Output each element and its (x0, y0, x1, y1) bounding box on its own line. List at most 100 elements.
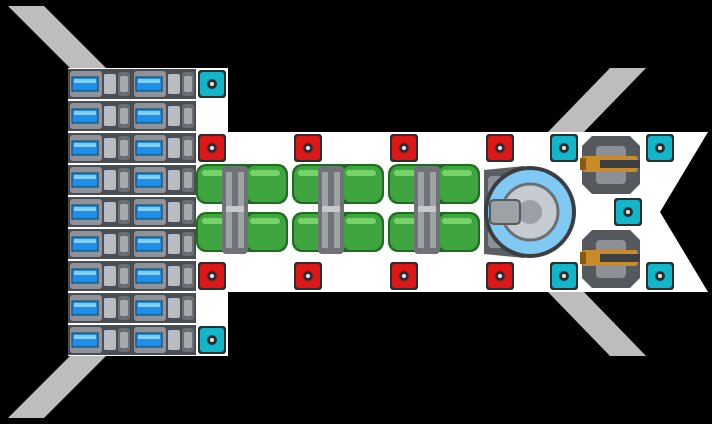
cargo-pod-coupler (104, 234, 116, 254)
cargo-pod-coupler (168, 234, 180, 254)
fuel-pipe-joint (418, 206, 436, 212)
cargo-pod-cap-light (184, 268, 192, 284)
sensor-node (550, 134, 578, 162)
cargo-pod (68, 165, 132, 195)
cargo-pod (132, 133, 196, 163)
sensor-node (550, 262, 578, 290)
cargo-pod (68, 101, 132, 131)
strut-front-top (548, 68, 646, 132)
reactor-dome (484, 166, 576, 258)
cargo-pod (68, 325, 132, 355)
cargo-pod-coupler (168, 74, 180, 94)
cargo-pod (132, 69, 196, 99)
cargo-pod-screen-glare (74, 271, 96, 275)
sensor-node-light (658, 146, 662, 150)
thruster-node (390, 134, 418, 162)
cargo-pod (68, 197, 132, 227)
strut-rear-top (8, 6, 106, 68)
cargo-pod (132, 293, 196, 323)
cargo-pod-cap-light (120, 76, 128, 92)
cargo-pod-screen-glare (74, 207, 96, 211)
turret-muzzle (580, 252, 586, 264)
fuel-tank-highlight (346, 170, 376, 176)
cargo-pod-coupler (104, 298, 116, 318)
cargo-pod-cap-light (184, 332, 192, 348)
fuel-tank-highlight (250, 170, 280, 176)
cargo-pod-screen-glare (74, 79, 96, 83)
cargo-pod-cap-light (184, 76, 192, 92)
cargo-pod-coupler (168, 266, 180, 286)
strut-rear-bottom (8, 356, 106, 418)
cargo-pod-screen-glare (138, 335, 160, 339)
reactor-panel (489, 199, 521, 225)
thruster-node (390, 262, 418, 290)
cargo-pod-screen-glare (138, 175, 160, 179)
thruster-node-light (210, 274, 214, 278)
cargo-pod-coupler (104, 138, 116, 158)
cargo-pod-cap-light (120, 300, 128, 316)
fuel-tank-highlight (250, 218, 280, 224)
sensor-node-light (626, 210, 630, 214)
cargo-pod (132, 261, 196, 291)
thruster-node (294, 262, 322, 290)
cargo-pod-coupler (104, 202, 116, 222)
turret-slide (600, 254, 640, 262)
cargo-pod (132, 197, 196, 227)
fuel-pipe-joint (226, 206, 244, 212)
cargo-pod-screen-glare (74, 303, 96, 307)
sensor-node-light (210, 82, 214, 86)
thruster-node-light (306, 274, 310, 278)
cargo-pod-cap-light (184, 108, 192, 124)
system-nodes (198, 70, 674, 354)
thruster-node (486, 134, 514, 162)
cargo-pod-cap-light (184, 236, 192, 252)
cargo-pod-screen-glare (74, 335, 96, 339)
turret-muzzle (580, 158, 586, 170)
fuel-tank-highlight (442, 170, 472, 176)
fuel-tank-highlight (442, 218, 472, 224)
sensor-node (198, 70, 226, 98)
hull-struts (8, 6, 646, 418)
cargo-pod-cap-light (120, 268, 128, 284)
fuel-pipe-joint (322, 206, 340, 212)
sensor-node-light (562, 274, 566, 278)
fuel-tank-highlight (346, 218, 376, 224)
sensor-node (198, 326, 226, 354)
cargo-pod-screen-glare (74, 111, 96, 115)
cargo-pod-cap-light (120, 236, 128, 252)
cargo-pod-coupler (104, 74, 116, 94)
cargo-pod (68, 293, 132, 323)
thruster-node-light (402, 146, 406, 150)
sensor-node (646, 134, 674, 162)
cargo-pod (132, 229, 196, 259)
cargo-pod-screen-glare (74, 239, 96, 243)
cargo-pod-screen-glare (138, 79, 160, 83)
thruster-node (198, 262, 226, 290)
cargo-pod (68, 133, 132, 163)
cargo-pod-coupler (104, 266, 116, 286)
cargo-pod (68, 229, 132, 259)
sensor-node (614, 198, 642, 226)
cargo-pod-cap-light (120, 108, 128, 124)
cargo-pod (68, 261, 132, 291)
cargo-pod-cap-light (120, 332, 128, 348)
thruster-node-light (402, 274, 406, 278)
cargo-pod (132, 165, 196, 195)
sensor-node-light (562, 146, 566, 150)
reactor-core-center (518, 200, 542, 224)
cargo-pod-screen-glare (138, 111, 160, 115)
cargo-pod-screen-glare (138, 239, 160, 243)
cargo-pod-coupler (104, 330, 116, 350)
cargo-pod-cap-light (120, 204, 128, 220)
cargo-pod-coupler (168, 330, 180, 350)
strut-front-bottom (548, 292, 646, 356)
cargo-pod-coupler (168, 138, 180, 158)
cargo-pod-screen-glare (138, 143, 160, 147)
cargo-pod-coupler (104, 106, 116, 126)
turrets (580, 136, 640, 288)
cargo-rack (68, 69, 196, 355)
cargo-pod-screen-glare (138, 271, 160, 275)
cargo-pod-screen-glare (138, 303, 160, 307)
fuel-tanks (196, 164, 480, 254)
cargo-pod (132, 325, 196, 355)
